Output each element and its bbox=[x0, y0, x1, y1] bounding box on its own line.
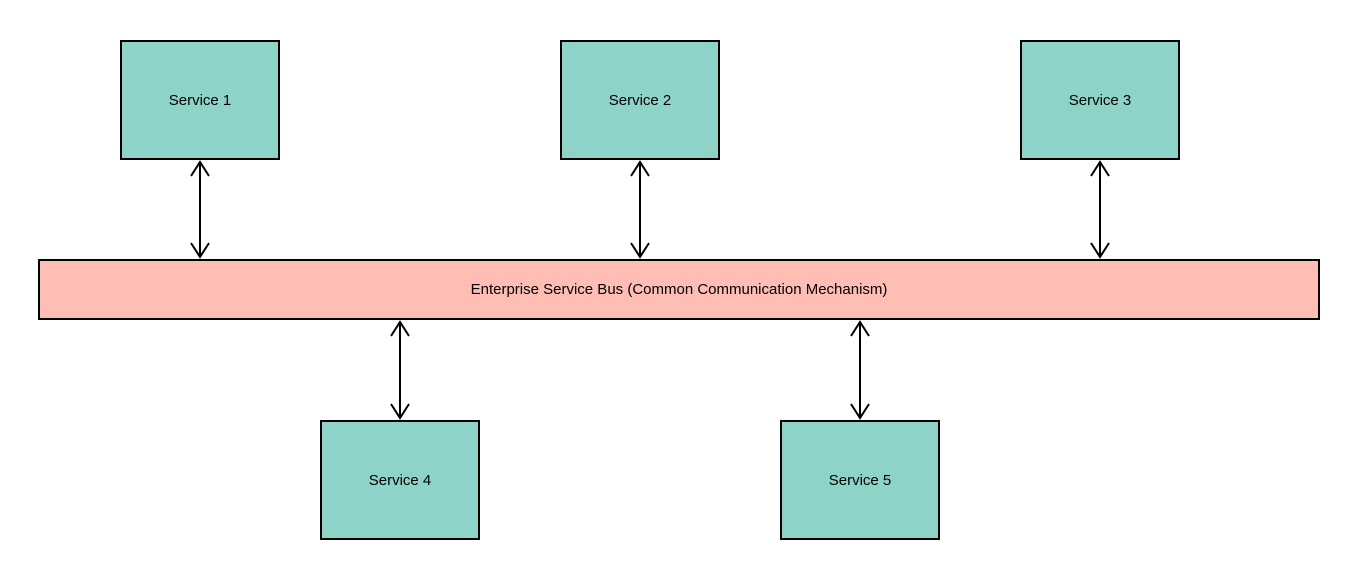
service-node-4: Service 4 bbox=[320, 420, 480, 540]
service-node-label: Service 4 bbox=[368, 471, 432, 489]
connector-service2-bus bbox=[630, 160, 650, 259]
connector-bus-service5 bbox=[850, 320, 870, 420]
service-node-label: Service 3 bbox=[1068, 91, 1132, 109]
service-node-5: Service 5 bbox=[780, 420, 940, 540]
service-node-2: Service 2 bbox=[560, 40, 720, 160]
bus-label: Enterprise Service Bus (Common Communica… bbox=[470, 281, 888, 298]
connector-service1-bus bbox=[190, 160, 210, 259]
service-node-label: Service 2 bbox=[608, 91, 672, 109]
connector-service3-bus bbox=[1090, 160, 1110, 259]
service-node-1: Service 1 bbox=[120, 40, 280, 160]
service-node-label: Service 1 bbox=[168, 91, 232, 109]
service-node-3: Service 3 bbox=[1020, 40, 1180, 160]
connector-bus-service4 bbox=[390, 320, 410, 420]
enterprise-service-bus-bar: Enterprise Service Bus (Common Communica… bbox=[38, 259, 1320, 320]
service-node-label: Service 5 bbox=[828, 471, 892, 489]
